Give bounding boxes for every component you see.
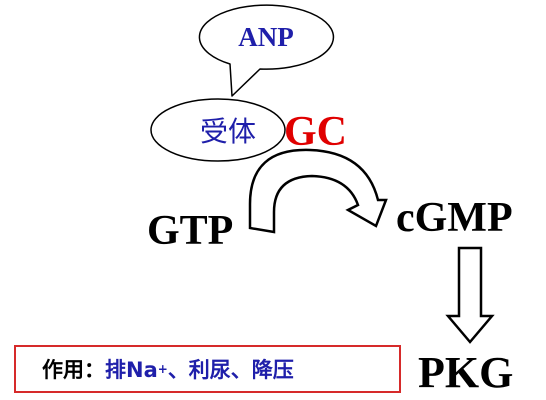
down-arrow bbox=[445, 246, 495, 344]
effect-diuresis-hypotension: 、利尿、降压 bbox=[167, 358, 294, 382]
pkg-label: PKG bbox=[418, 348, 513, 397]
effect-box: 作用： 排Na+、利尿、降压 bbox=[14, 345, 401, 393]
anp-bubble bbox=[198, 4, 335, 97]
effect-label: 作用： bbox=[42, 358, 105, 382]
cgmp-label: cGMP bbox=[396, 195, 513, 241]
effect-excrete-na: 排Na bbox=[105, 358, 158, 382]
anp-label: ANP bbox=[238, 22, 294, 52]
receptor-ellipse bbox=[150, 98, 286, 162]
receptor-label: 受体 bbox=[200, 116, 256, 147]
gc-label: GC bbox=[284, 109, 347, 155]
gtp-label: GTP bbox=[147, 208, 233, 254]
effect-na-charge: + bbox=[157, 362, 168, 376]
conversion-curved-arrow bbox=[248, 148, 388, 234]
